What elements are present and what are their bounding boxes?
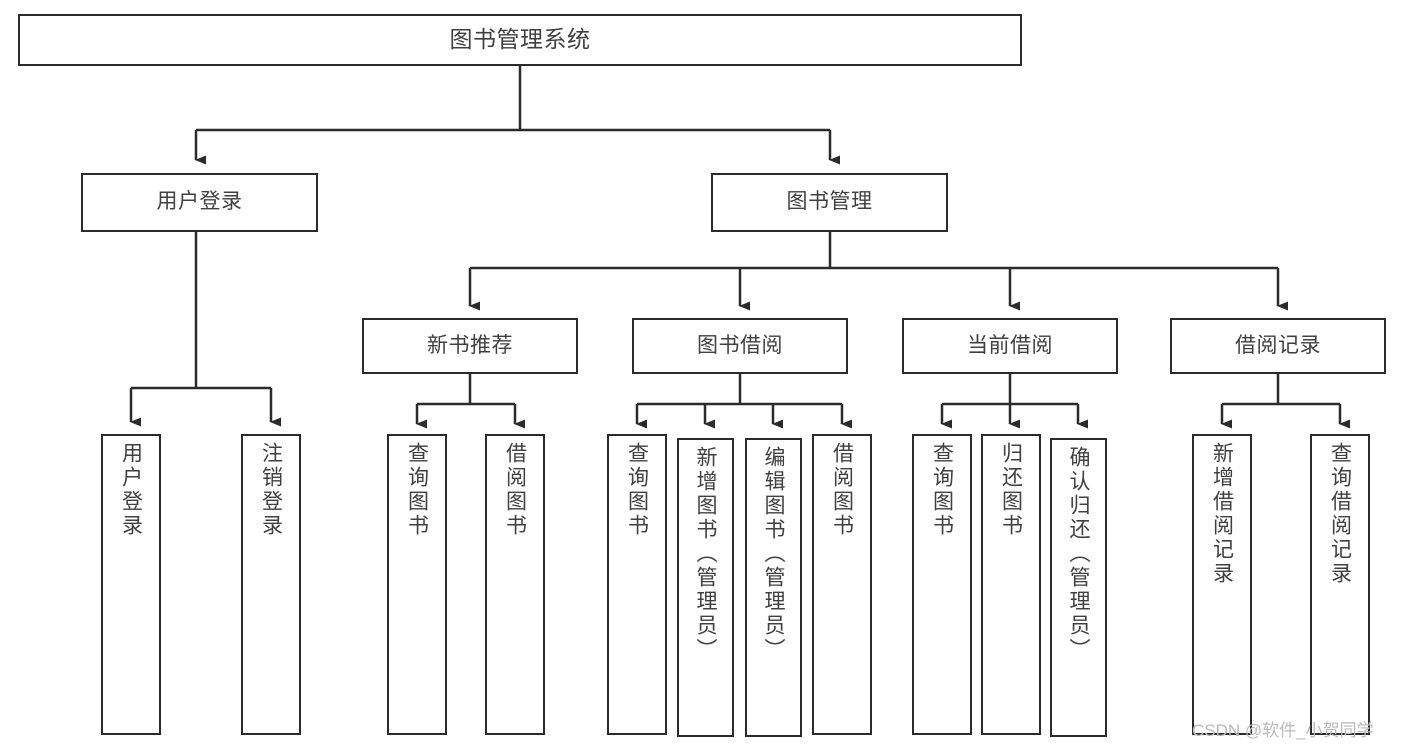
node-root-system[interactable]: 图书管理系统 [18,14,1022,66]
leaf-add-record[interactable]: 新增借阅记录 [1192,434,1252,735]
node-label: 图书借阅 [697,333,783,357]
node-borrow-record[interactable]: 借阅记录 [1170,318,1386,374]
node-label: 查询图书 [930,442,954,538]
leaf-user-login[interactable]: 用户登录 [101,434,161,735]
node-label: 借阅记录 [1235,333,1321,357]
leaf-query-book-1[interactable]: 查询图书 [387,434,447,735]
leaf-query-book-3[interactable]: 查询图书 [912,434,972,735]
node-label: 用户登录 [119,442,143,538]
leaf-logout[interactable]: 注销登录 [241,434,301,735]
node-label: 编辑图书（管理员） [762,446,786,662]
node-book-manage[interactable]: 图书管理 [711,173,948,232]
node-label: 借阅图书 [830,442,854,538]
leaf-borrow-book-1[interactable]: 借阅图书 [485,434,545,735]
node-label: 查询图书 [405,442,429,538]
node-label: 注销登录 [259,442,283,538]
leaf-add-book[interactable]: 新增图书（管理员） [677,438,734,737]
node-current-borrow[interactable]: 当前借阅 [902,318,1118,374]
node-label: 图书管理系统 [449,26,591,53]
leaf-borrow-book-2[interactable]: 借阅图书 [812,434,872,735]
node-label: 当前借阅 [967,333,1053,357]
node-label: 查询借阅记录 [1328,442,1352,586]
node-label: 用户登录 [156,190,243,214]
node-label: 查询图书 [625,442,649,538]
node-label: 新书推荐 [427,333,513,357]
node-label: 归还图书 [999,442,1023,538]
leaf-query-book-2[interactable]: 查询图书 [607,434,667,735]
node-label: 借阅图书 [503,442,527,538]
leaf-query-record[interactable]: 查询借阅记录 [1310,434,1370,735]
node-book-borrow[interactable]: 图书借阅 [632,318,848,374]
node-label: 图书管理 [786,190,873,214]
node-label: 新增图书（管理员） [694,446,718,662]
node-new-book-recommend[interactable]: 新书推荐 [362,318,578,374]
node-label: 新增借阅记录 [1210,442,1234,586]
leaf-confirm-return[interactable]: 确认归还（管理员） [1050,438,1107,737]
csdn-watermark: CSDN @软件_小贺同学 [1192,721,1374,740]
node-user-login[interactable]: 用户登录 [81,173,318,232]
leaf-edit-book[interactable]: 编辑图书（管理员） [745,438,802,737]
leaf-return-book[interactable]: 归还图书 [981,434,1041,735]
node-label: 确认归还（管理员） [1067,446,1091,662]
